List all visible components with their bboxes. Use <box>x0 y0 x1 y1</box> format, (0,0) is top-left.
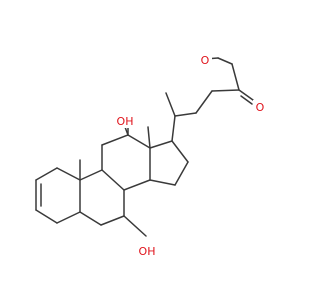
bond <box>127 134 151 149</box>
bonds <box>35 57 254 237</box>
bond <box>149 179 176 186</box>
bond <box>217 57 233 65</box>
bond <box>123 215 147 237</box>
bond <box>124 126 129 136</box>
bond <box>195 90 213 114</box>
bond <box>240 95 253 105</box>
bond <box>238 89 254 101</box>
bond <box>101 134 129 146</box>
bond <box>101 169 125 191</box>
bond <box>100 215 125 226</box>
bond <box>147 126 151 149</box>
molecule-structure-diagram: O O OH OH <box>35 53 267 258</box>
bond <box>35 167 58 181</box>
bond <box>165 92 176 117</box>
bond <box>174 112 197 117</box>
bond <box>231 63 240 91</box>
atom-labels: O O OH OH <box>114 53 267 258</box>
bond <box>35 209 58 224</box>
c12-hydroxyl-label: OH <box>117 115 134 128</box>
bond <box>171 115 176 142</box>
bond <box>149 140 173 149</box>
bond <box>79 169 103 181</box>
bond <box>56 211 81 224</box>
bond <box>79 211 102 226</box>
bond <box>174 161 189 186</box>
ester-carbonyl-oxygen-label: O <box>256 101 265 114</box>
bond <box>123 179 151 191</box>
ester-ether-oxygen-label: O <box>201 54 210 67</box>
bond <box>56 167 81 181</box>
c7-hydroxyl-label: OH <box>139 245 156 258</box>
bond <box>171 140 189 163</box>
bond <box>211 89 240 92</box>
